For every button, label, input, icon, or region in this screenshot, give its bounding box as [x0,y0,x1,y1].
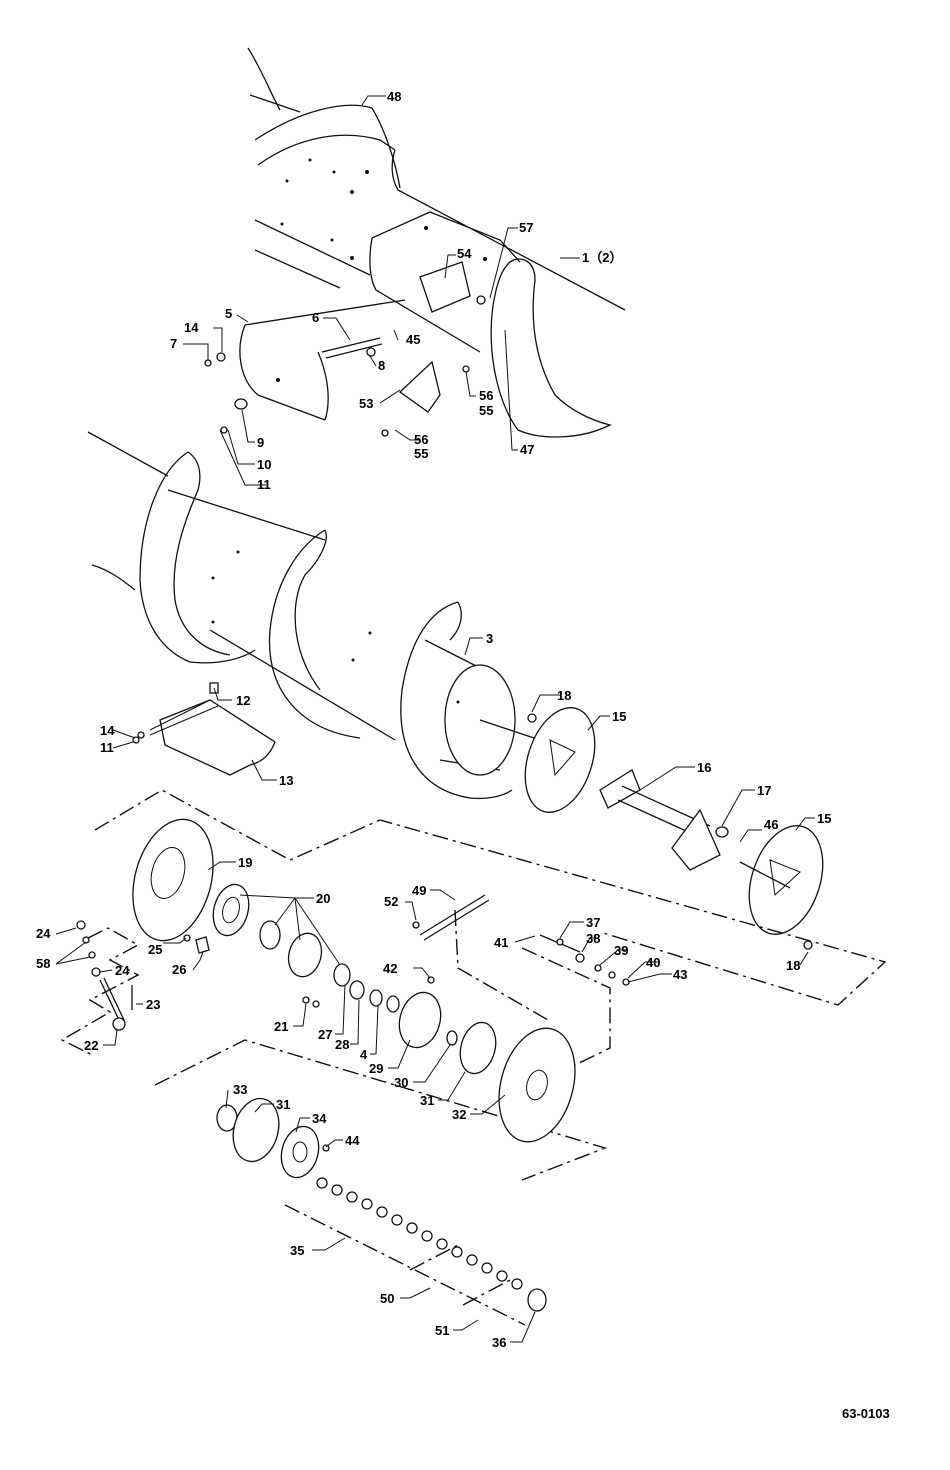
callout-51: 51 [435,1323,449,1338]
callout-42: 42 [383,961,397,976]
callout-6: 6 [312,310,319,325]
callout-56a: 56 [479,388,493,403]
callout-53: 53 [359,396,373,411]
callout-5: 5 [225,306,232,321]
upper-auger-tube [205,48,625,437]
callout-33: 33 [233,1082,247,1097]
callout-36: 36 [492,1335,506,1350]
callout-38: 38 [586,931,600,946]
callout-54: 54 [457,246,472,261]
callout-26: 26 [172,962,186,977]
callout-24b: 24 [115,963,130,978]
callout-20: 20 [316,891,330,906]
drawing-code: 63-0103 [842,1406,890,1421]
callout-30: 30 [394,1075,408,1090]
callout-34: 34 [312,1111,327,1126]
callout-14b: 14 [100,723,115,738]
callout-1: 1（2） [582,250,622,265]
callout-35: 35 [290,1243,304,1258]
callout-47: 47 [520,442,534,457]
callout-22: 22 [84,1038,98,1053]
callout-37: 37 [586,915,600,930]
callout-29: 29 [369,1061,383,1076]
callout-16: 16 [697,760,711,775]
callout-9: 9 [257,435,264,450]
callout-50: 50 [380,1291,394,1306]
callout-56b: 56 [414,432,428,447]
callout-52: 52 [384,894,398,909]
shaft-assembly [513,699,836,949]
callout-25: 25 [148,942,162,957]
callout-57: 57 [519,220,533,235]
callout-11b: 11 [100,740,114,755]
drive-components [77,810,629,1311]
callout-3: 3 [486,631,493,646]
callout-15b: 15 [817,811,831,826]
callout-55a: 55 [479,403,493,418]
callout-44: 44 [345,1133,360,1148]
callout-55b: 55 [414,446,428,461]
callout-4: 4 [360,1047,368,1062]
main-auger [88,432,540,798]
callout-13: 13 [279,773,293,788]
callout-45: 45 [406,332,420,347]
callout-40: 40 [646,955,660,970]
callout-8: 8 [378,358,385,373]
callout-15a: 15 [612,709,626,724]
callout-10: 10 [257,457,271,472]
callout-14a: 14 [184,320,199,335]
callout-7: 7 [170,336,177,351]
callout-32: 32 [452,1107,466,1122]
callout-43: 43 [673,967,687,982]
callout-39: 39 [614,943,628,958]
callout-58: 58 [36,956,50,971]
callout-49: 49 [412,883,426,898]
callout-41: 41 [494,935,508,950]
callout-19: 19 [238,855,252,870]
callout-46: 46 [764,817,778,832]
callout-28: 28 [335,1037,349,1052]
callout-27: 27 [318,1027,332,1042]
callout-23: 23 [146,997,160,1012]
callout-21: 21 [274,1019,288,1034]
callout-18a: 18 [557,688,571,703]
lower-cover [133,683,275,775]
callout-48: 48 [387,89,401,104]
callout-11a: 11 [257,477,271,492]
callout-17: 17 [757,783,771,798]
callout-31b: 31 [276,1097,290,1112]
callout-31a: 31 [420,1093,434,1108]
callout-12: 12 [236,693,250,708]
callout-18b: 18 [786,958,800,973]
callout-24a: 24 [36,926,51,941]
